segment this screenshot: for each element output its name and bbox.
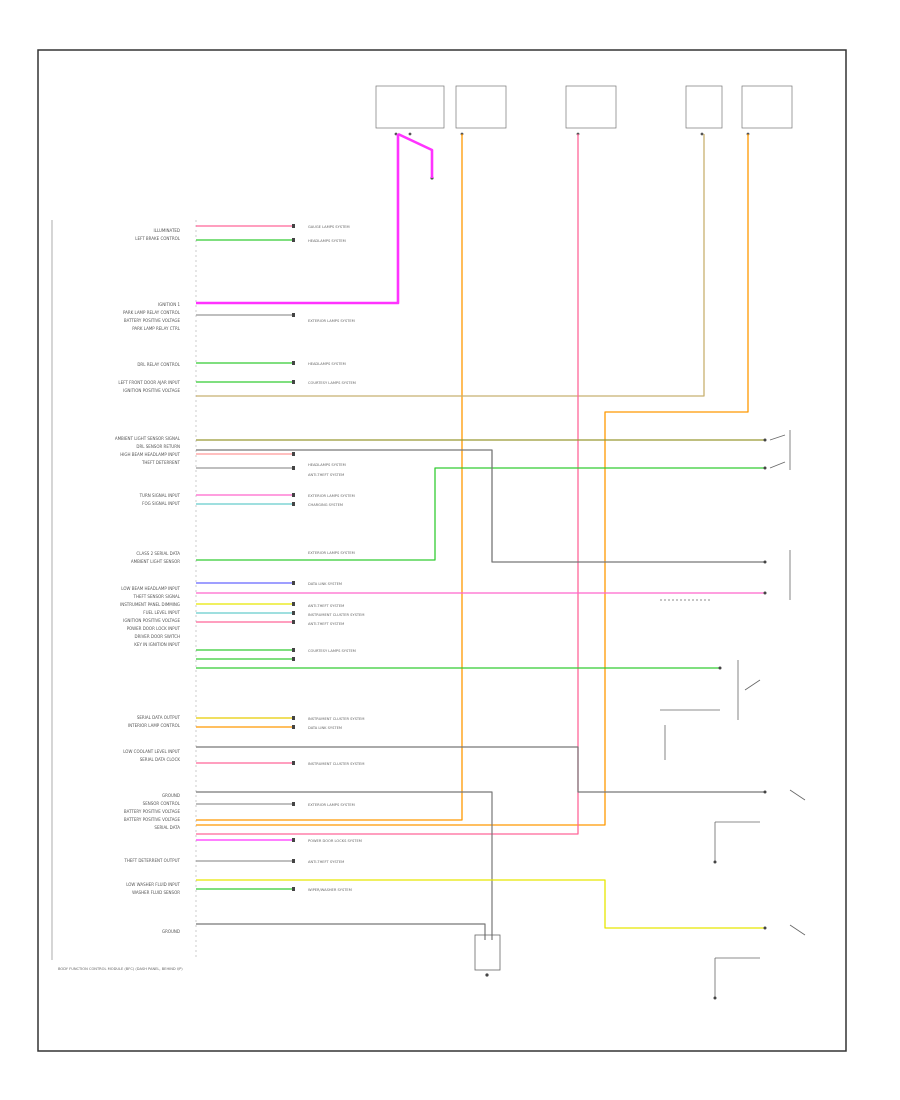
ref-label: INSTRUMENT CLUSTER SYSTEM — [308, 613, 364, 617]
signal-label: ILLUMINATED — [154, 228, 180, 233]
ref-label: EXTERIOR LAMPS SYSTEM — [308, 803, 355, 807]
signal-label: IGNITION 1 — [158, 302, 180, 307]
stub-terminals — [292, 224, 295, 891]
signal-label: LOW WASHER FLUID INPUT — [126, 882, 180, 887]
ref-label: GAUGE LAMPS SYSTEM — [308, 225, 350, 229]
ref-label: INSTRUMENT CLUSTER SYSTEM — [308, 717, 364, 721]
right-terminals — [485, 438, 767, 1000]
signal-label: GROUND — [162, 929, 180, 934]
ref-label: COURTESY LAMPS SYSTEM — [308, 381, 356, 385]
ref-label: WIPER/WASHER SYSTEM — [308, 888, 352, 892]
signal-label: IGNITION POSITIVE VOLTAGE — [123, 388, 180, 393]
ref-label: HEADLAMPS SYSTEM — [308, 362, 346, 366]
signal-label: AMBIENT LIGHT SENSOR — [131, 559, 180, 564]
signal-label: CLASS 2 SERIAL DATA — [136, 551, 180, 556]
ref-label: HEADLAMPS SYSTEM — [308, 239, 346, 243]
signal-label: TURN SIGNAL INPUT — [139, 493, 181, 498]
wire-tan — [196, 134, 705, 397]
signal-label: IGNITION POSITIVE VOLTAGE — [123, 618, 180, 623]
signal-label: FOG SIGNAL INPUT — [142, 501, 180, 506]
signal-label: BATTERY POSITIVE VOLTAGE — [124, 318, 181, 323]
wire-magenta-branch — [397, 132, 434, 178]
signal-label: THEFT DETERRENT — [141, 460, 181, 465]
signal-label: SERIAL DATA CLOCK — [140, 757, 181, 762]
signal-label: THEFT DETERRENT OUTPUT — [123, 858, 180, 863]
routed-wires — [196, 132, 765, 940]
signal-label: SENSOR CONTROL — [143, 801, 181, 806]
signal-labels: ILLUMINATED LEFT BRAKE CONTROL IGNITION … — [115, 228, 181, 934]
ref-label: EXTERIOR LAMPS SYSTEM — [308, 319, 355, 323]
signal-label: LEFT BRAKE CONTROL — [135, 236, 181, 241]
signal-label: WASHER FLUID SENSOR — [132, 890, 180, 895]
ref-label: DATA LINK SYSTEM — [308, 726, 342, 730]
ref-label: ANTI-THEFT SYSTEM — [308, 622, 344, 626]
ref-label: ANTI-THEFT SYSTEM — [308, 860, 344, 864]
signal-label: POWER DOOR LOCK INPUT — [127, 626, 181, 631]
wire-yellow — [196, 879, 765, 929]
wire-gray-2 — [196, 746, 765, 793]
ref-label: COURTESY LAMPS SYSTEM — [308, 649, 356, 653]
top-connectors — [375, 85, 793, 129]
signal-label: AMBIENT LIGHT SENSOR SIGNAL — [115, 436, 181, 441]
signal-label: INTERIOR LAMP CONTROL — [128, 723, 181, 728]
signal-label: BATTERY POSITIVE VOLTAGE — [124, 809, 181, 814]
module-label: BODY FUNCTION CONTROL MODULE (BFC) (DASH… — [58, 967, 183, 971]
diagram-frame — [37, 49, 847, 1052]
wire-gray — [196, 449, 765, 563]
ref-label: INSTRUMENT CLUSTER SYSTEM — [308, 762, 364, 766]
top-connector-pins — [394, 132, 750, 180]
signal-label: LEFT FRONT DOOR AJAR INPUT — [118, 380, 180, 385]
signal-label: DRIVER DOOR SWITCH — [135, 634, 180, 639]
stub-wires — [196, 225, 292, 890]
signal-label: PARK LAMP RELAY CONTROL — [123, 310, 181, 315]
signal-label: HIGH BEAM HEADLAMP INPUT — [120, 452, 180, 457]
ref-label: ANTI-THEFT SYSTEM — [308, 604, 344, 608]
signal-label: FUEL LEVEL INPUT — [143, 610, 180, 615]
signal-label: GROUND — [162, 793, 180, 798]
ref-label: EXTERIOR LAMPS SYSTEM — [308, 551, 355, 555]
ref-label: DATA LINK SYSTEM — [308, 582, 342, 586]
wire-gray-3 — [196, 791, 493, 940]
ref-labels: GAUGE LAMPS SYSTEM HEADLAMPS SYSTEM EXTE… — [308, 225, 364, 892]
ref-label: EXTERIOR LAMPS SYSTEM — [308, 494, 355, 498]
signal-label: INSTRUMENT PANEL DIMMING — [120, 602, 180, 607]
wire-gray-4 — [196, 923, 486, 940]
signal-label: LOW BEAM HEADLAMP INPUT — [121, 586, 180, 591]
ref-label: ANTI-THEFT SYSTEM — [308, 473, 344, 477]
wire-orange-2 — [196, 134, 749, 826]
signal-label: BATTERY POSITIVE VOLTAGE — [124, 817, 181, 822]
right-components — [474, 430, 806, 998]
ref-label: POWER DOOR LOCKS SYSTEM — [308, 839, 362, 843]
wire-orange — [196, 134, 463, 821]
signal-label: LOW COOLANT LEVEL INPUT — [123, 749, 180, 754]
signal-label: PARK LAMP RELAY CTRL — [132, 326, 181, 331]
wire-green — [196, 467, 765, 561]
signal-label: THEFT SENSOR SIGNAL — [133, 594, 181, 599]
signal-label: KEY IN IGNITION INPUT — [134, 642, 180, 647]
ref-label: CHARGING SYSTEM — [308, 503, 343, 507]
ref-label: HEADLAMPS SYSTEM — [308, 463, 346, 467]
signal-label: SERIAL DATA — [154, 825, 180, 830]
wire-pink — [196, 134, 579, 835]
signal-label: SERIAL DATA OUTPUT — [137, 715, 181, 720]
signal-label: DRL RELAY CONTROL — [137, 362, 180, 367]
signal-label: DRL SENSOR RETURN — [136, 444, 180, 449]
wire-magenta — [196, 134, 400, 305]
